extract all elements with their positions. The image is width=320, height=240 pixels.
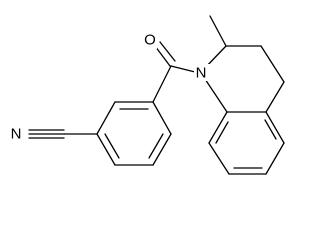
double-bond-c4a-c5 (264, 119, 277, 140)
ring-bond-2 (96, 101, 116, 135)
ring-bond-3 (96, 133, 116, 166)
bond-c8a-n1 (204, 78, 228, 113)
bond-c4a-c5 (265, 111, 285, 144)
label-bg-ring-n (194, 64, 210, 81)
ring-nitrogen-label: N (196, 65, 207, 82)
ring-bond-5 (152, 133, 172, 166)
double-bond-c8-c8a (215, 121, 229, 144)
nitrile-group (28, 129, 98, 139)
label-bg-oxygen (142, 32, 157, 49)
bond-n1-carbonyl (170, 65, 196, 73)
ring-double-bond-3 (148, 133, 164, 159)
carbonyl-double-bond-b (159, 41, 176, 62)
carbonyl-oxygen-label: O (144, 32, 156, 49)
bond-c4-c4a (265, 81, 285, 113)
bond-c7-c8 (208, 142, 230, 175)
bond-c5-c6 (265, 142, 285, 175)
ring-bond-6 (152, 101, 172, 135)
bond-c3-c4 (260, 45, 285, 83)
bond-c8-c8a (208, 111, 228, 144)
nitrile-nitrogen-label: N (11, 126, 22, 143)
methyl-bond (209, 15, 227, 47)
carbonyl-double-bond-a (154, 45, 171, 67)
label-bg-nitrile-n (8, 125, 25, 143)
ring-double-bond-2 (104, 133, 120, 159)
carbonyl-group (152, 41, 196, 103)
benzonitrile-ring (96, 101, 172, 166)
molecule-structure: O N N (8, 15, 285, 175)
saturated-ring (202, 45, 285, 113)
bond-carbonyl-aryl (152, 65, 172, 103)
fused-benzene-ring (208, 111, 285, 175)
